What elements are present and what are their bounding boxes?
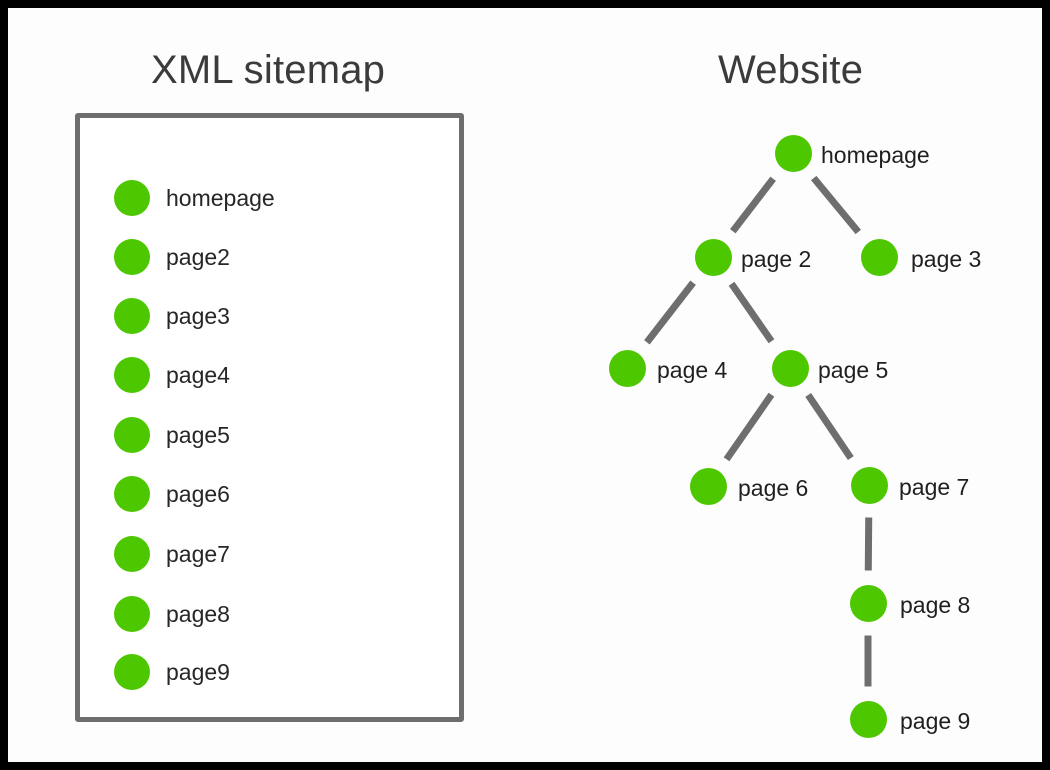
tree-node-page5[interactable]	[771, 349, 809, 387]
tree-node-page2[interactable]	[694, 238, 732, 276]
tree-node-page4[interactable]	[608, 349, 646, 387]
page-node-icon	[114, 417, 150, 453]
tree-node-page3[interactable]	[860, 238, 898, 276]
tree-node-homepage[interactable]	[774, 134, 812, 172]
sitemap-list-item-label: page9	[166, 658, 230, 685]
tree-edge	[728, 281, 775, 344]
xml-sitemap-title: XML sitemap	[151, 48, 386, 92]
page-node-icon	[114, 536, 150, 572]
page-node-icon	[114, 357, 150, 393]
website-title: Website	[718, 48, 864, 92]
sitemap-list-item[interactable]: page9	[114, 652, 230, 692]
sitemap-list-item[interactable]: page7	[114, 534, 230, 574]
sitemap-list-item[interactable]: homepage	[114, 178, 275, 218]
xml-sitemap-box: homepage page2 page3 page4 page5 page6 page7 pa…	[75, 113, 464, 722]
tree-node-page6[interactable]	[689, 467, 727, 505]
tree-node-label-page7: page 7	[899, 474, 970, 500]
sitemap-list-item[interactable]: page4	[114, 355, 230, 395]
page-node-icon	[114, 239, 150, 275]
tree-node-label-page5: page 5	[818, 357, 889, 383]
page-node-icon	[114, 298, 150, 334]
page-node-icon	[114, 180, 150, 216]
tree-node-label-homepage: homepage	[821, 142, 930, 168]
page-node-icon	[114, 654, 150, 690]
sitemap-list-item-label: page6	[166, 480, 230, 507]
website-tree: homepage page 2 page 3 page 4 page 5 page 6 pa…	[8, 8, 1042, 762]
tree-edge	[730, 176, 776, 234]
tree-node-page9[interactable]	[849, 700, 887, 738]
sitemap-list-item[interactable]: page8	[114, 594, 230, 634]
sitemap-list-item-label: homepage	[166, 184, 275, 211]
page-node-icon	[114, 596, 150, 632]
tree-node-label-page2: page 2	[741, 246, 812, 272]
sitemap-list-item-label: page7	[166, 540, 230, 567]
tree-node-page7[interactable]	[850, 466, 888, 504]
tree-edge	[811, 175, 861, 235]
tree-node-page8[interactable]	[849, 584, 887, 622]
page-node-icon	[114, 476, 150, 512]
sitemap-list-item[interactable]: page5	[114, 415, 230, 455]
sitemap-list-item[interactable]: page6	[114, 474, 230, 514]
sitemap-list-item[interactable]: page3	[114, 296, 230, 336]
tree-node-label-page8: page 8	[900, 592, 971, 618]
tree-node-label-page9: page 9	[900, 708, 971, 734]
tree-node-label-page3: page 3	[911, 246, 982, 272]
tree-node-label-page4: page 4	[657, 357, 728, 383]
tree-node-label-page6: page 6	[738, 475, 809, 501]
tree-edge	[644, 280, 696, 345]
sitemap-list-item-label: page2	[166, 243, 230, 270]
sitemap-list-item-label: page4	[166, 361, 230, 388]
sitemap-list-item[interactable]: page2	[114, 237, 230, 277]
sitemap-list-item-label: page8	[166, 600, 230, 627]
tree-edge	[805, 392, 854, 461]
website-tree-edges	[644, 175, 873, 687]
sitemap-list-item-label: page3	[166, 302, 230, 329]
tree-edge	[723, 392, 775, 462]
sitemap-list-item-label: page5	[166, 421, 230, 448]
diagram-inner-surface: XML sitemap homepage page2 page3 page4 page5…	[8, 8, 1042, 762]
